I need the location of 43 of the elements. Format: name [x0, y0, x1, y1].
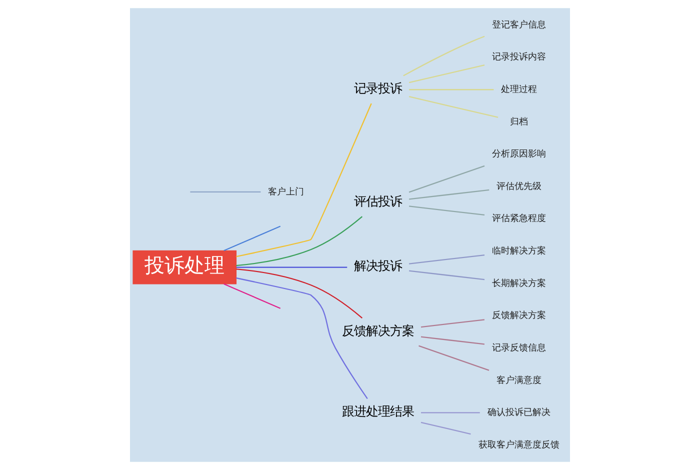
- node-text: 分析原因影响: [492, 148, 546, 160]
- node-text: 评估紧急程度: [492, 213, 546, 224]
- node-text: 记录投诉: [354, 82, 402, 96]
- node-text: 归档: [510, 116, 528, 128]
- node-text: 登记客户信息: [492, 19, 546, 30]
- node-text: 处理过程: [500, 84, 537, 95]
- node-text: 记录反馈信息: [492, 342, 546, 354]
- node-text: 临时解决方案: [492, 246, 546, 257]
- connector: [421, 412, 480, 414]
- connector: [420, 422, 471, 435]
- node-text: 评估优先级: [496, 180, 542, 192]
- connector: [224, 283, 281, 309]
- node-text: 客户满意度: [496, 374, 542, 386]
- node-text: 客户上门: [268, 186, 304, 198]
- node-text: 反馈解决方案: [342, 324, 414, 338]
- connector: [420, 319, 485, 328]
- connector: [408, 270, 485, 280]
- node-text: 跟进处理结果: [342, 404, 414, 419]
- connector: [409, 89, 494, 90]
- node-text: 获取客户满意度反馈: [478, 439, 560, 450]
- connector: [224, 226, 281, 252]
- connector: [236, 277, 368, 399]
- node-text: 反馈解决方案: [492, 310, 546, 322]
- connector: [408, 165, 485, 193]
- connector: [408, 206, 485, 216]
- connector: [236, 268, 363, 318]
- node-text: 长期解决方案: [492, 278, 546, 289]
- node-text: 记录投诉内容: [492, 52, 546, 63]
- node-text: 评估投诉: [354, 194, 402, 209]
- connector: [408, 64, 485, 84]
- node-box: 投诉处理: [132, 250, 237, 284]
- connector: [236, 103, 372, 258]
- connector: [420, 336, 485, 345]
- connector: [190, 191, 261, 192]
- node-text: 解决投诉: [354, 259, 402, 274]
- connector: [408, 96, 498, 118]
- connector: [236, 266, 348, 268]
- node-text: 确认投诉已解决: [487, 407, 550, 418]
- connector: [418, 345, 490, 371]
- connector: [408, 189, 490, 200]
- connector: [408, 254, 485, 264]
- connector: [236, 216, 363, 266]
- connector: [403, 36, 485, 76]
